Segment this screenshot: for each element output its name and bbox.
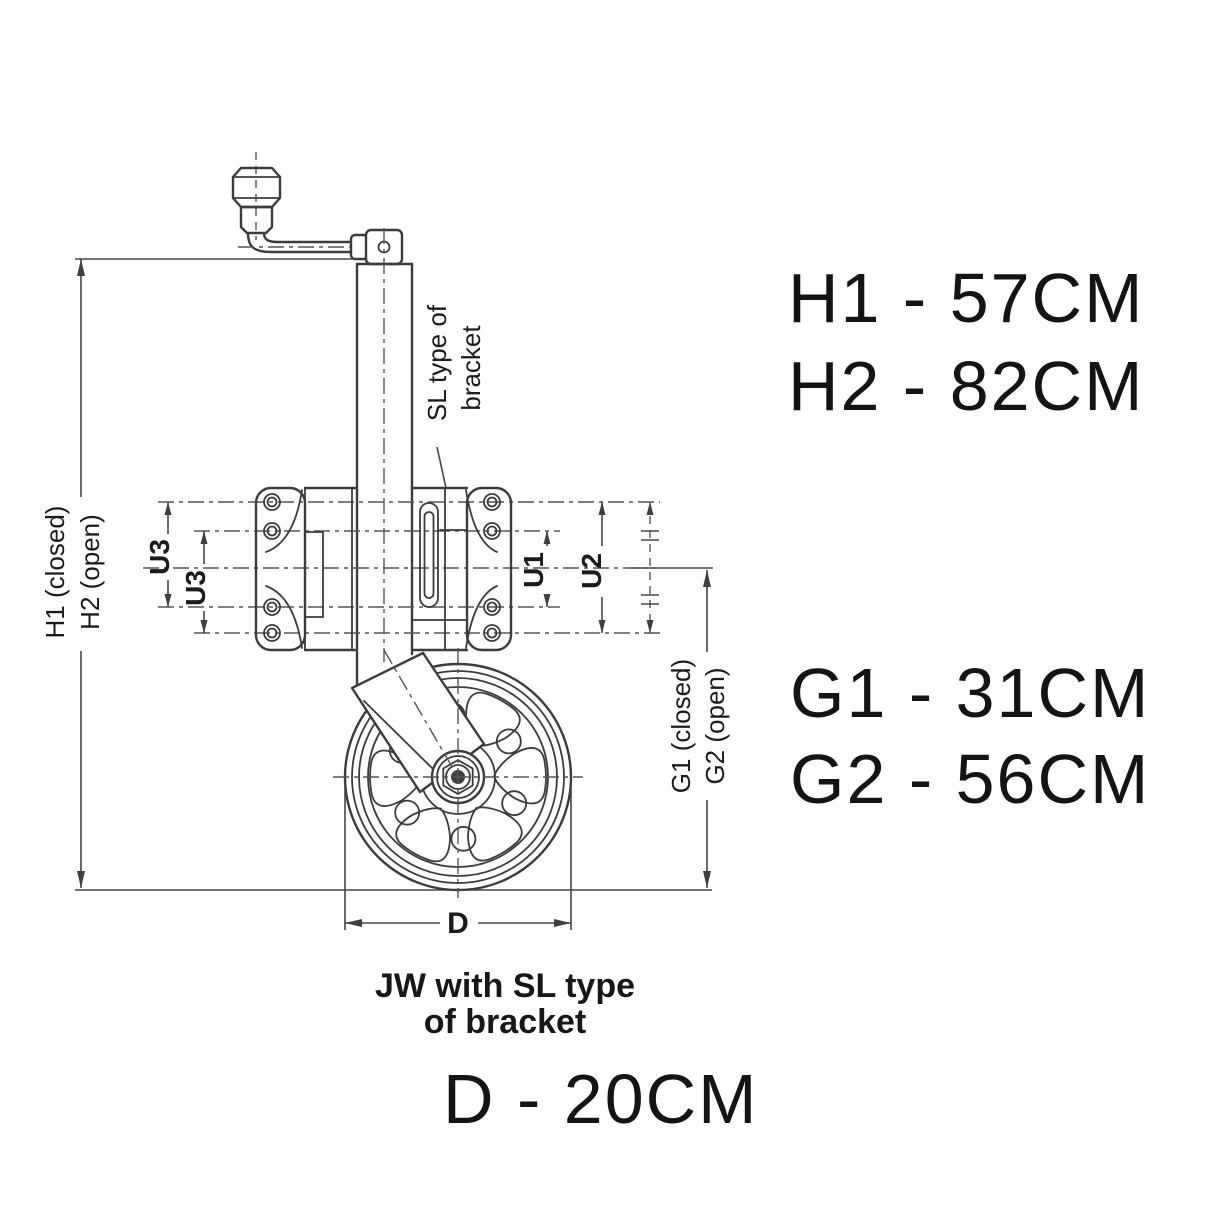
caption-line1: JW with SL type — [375, 967, 635, 1005]
left-clamp-body — [303, 486, 357, 652]
h-dimension: H1 (closed) H2 (open) — [40, 258, 357, 888]
d-dimension: D — [344, 785, 572, 940]
crank-hub — [349, 228, 404, 266]
u3-inner-label: U3 — [180, 570, 211, 606]
sl-bracket-label-line2: bracket — [456, 325, 486, 411]
g-dimension: G1 (closed) G2 (open) — [630, 567, 730, 888]
h2-open-label: H2 (open) — [75, 514, 105, 630]
u-dimensions: U3 U3 U1 U2 — [144, 502, 659, 633]
u3-outer-label: U3 — [144, 539, 175, 575]
caption-line2: of bracket — [424, 1003, 587, 1041]
g1-closed-label: G1 (closed) — [666, 659, 696, 793]
equal-spacing-dimension — [641, 502, 659, 633]
annotation-g2: G2 - 56CM — [790, 740, 1150, 818]
sl-bracket-callout: SL type of bracket — [422, 304, 486, 489]
sl-bracket-label-line1: SL type of — [422, 304, 452, 421]
annotation-h2: H2 - 82CM — [788, 347, 1144, 425]
annotation-d: D - 20CM — [443, 1060, 758, 1138]
annotation-g1: G1 - 31CM — [790, 654, 1150, 732]
jockey-wheel — [333, 648, 583, 898]
u2-label: U2 — [576, 553, 607, 589]
annotation-h1: H1 - 57CM — [788, 259, 1144, 337]
right-mounting-plate — [465, 486, 513, 652]
sl-slot — [419, 502, 439, 608]
u1-label: U1 — [518, 552, 549, 588]
right-clamp-body — [410, 486, 469, 652]
h1-closed-label: H1 (closed) — [40, 506, 70, 639]
d-label: D — [447, 907, 469, 940]
left-mounting-plate — [254, 486, 307, 652]
outer-tube — [355, 228, 414, 690]
g2-open-label: G2 (open) — [700, 667, 730, 784]
fork-axis-centerline — [383, 649, 459, 778]
clamp-bracket — [143, 486, 660, 652]
crank-handle — [231, 152, 400, 254]
